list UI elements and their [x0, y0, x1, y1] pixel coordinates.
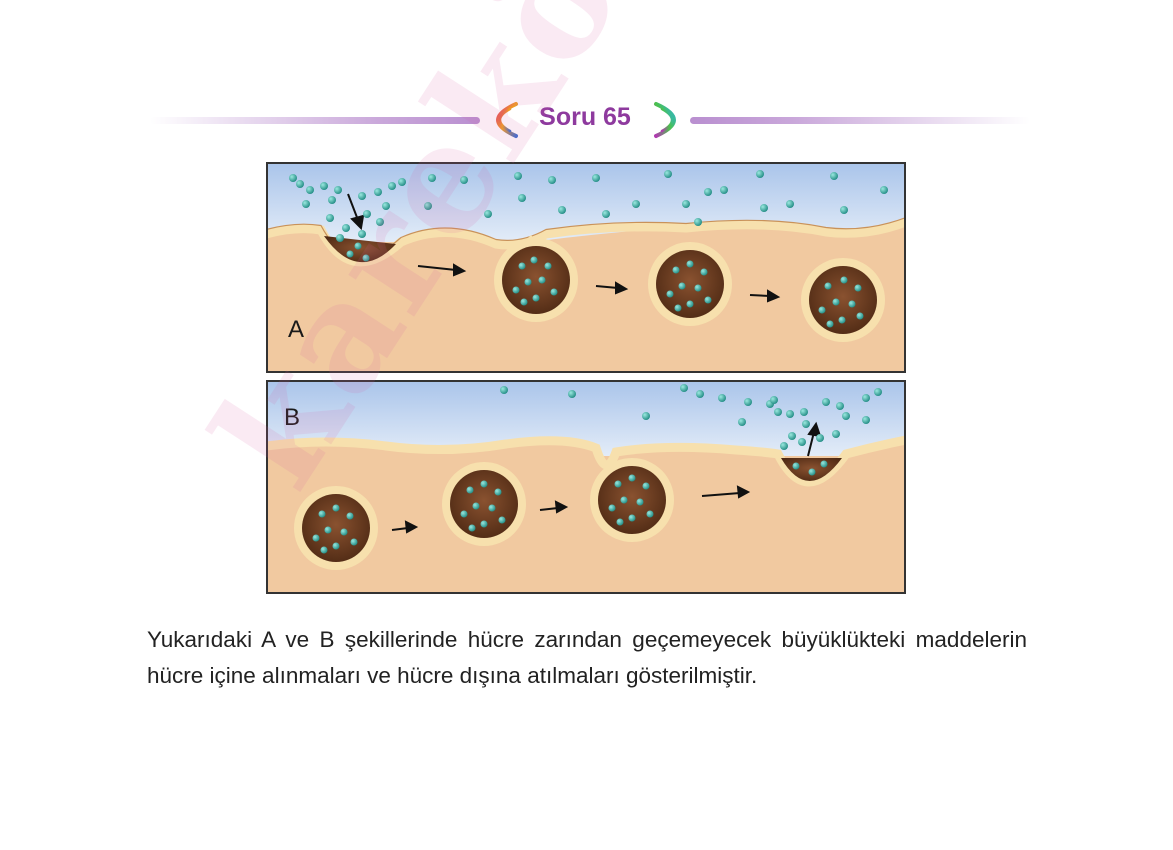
header-badge-icon: [496, 102, 676, 138]
question-number-title: Soru 65: [539, 103, 631, 131]
header-divider-right: [690, 117, 1030, 124]
endocytosis-diagram: [266, 162, 906, 373]
question-text: Yukarıdaki A ve B şekillerinde hücre zar…: [147, 627, 1027, 688]
figure-panel-b: B: [266, 380, 906, 594]
panel-label-b: B: [284, 404, 301, 431]
figure-panel-a: A: [266, 162, 906, 373]
panel-label-a: A: [288, 316, 305, 343]
exocytosis-diagram: [266, 380, 906, 594]
header-divider-left: [150, 117, 480, 124]
